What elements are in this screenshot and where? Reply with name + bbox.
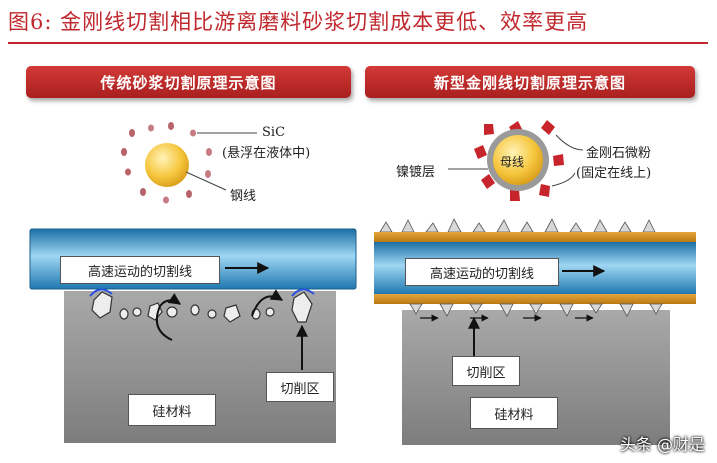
sic-label: SiC	[262, 125, 286, 140]
right-material-label: 硅材料	[470, 397, 558, 429]
right-panel-banner: 新型金刚线切割原理示意图	[365, 66, 695, 98]
right-bottom-diamond-tips	[409, 303, 663, 317]
diamond-note: (固定在线上)	[576, 166, 652, 181]
steel-wire-cross-section	[145, 143, 189, 187]
core-wire-cross-section	[493, 135, 543, 185]
steel-wire-label: 钢线	[230, 189, 257, 204]
right-cut-zone-label: 切削区	[452, 356, 520, 386]
left-slurry-particles	[121, 122, 212, 204]
watermark: 头条 @财是	[619, 435, 705, 454]
core-wire-label: 母线	[500, 155, 525, 169]
left-material-label: 硅材料	[128, 394, 216, 426]
left-cut-zone-label: 切削区	[266, 372, 334, 402]
left-rotation-arrows	[156, 289, 284, 341]
left-blue-sparks	[89, 288, 315, 297]
diamond-label: 金刚石微粉	[586, 146, 652, 161]
figure-title: 图6: 金刚线切割相比游离磨料砂浆切割成本更低、效率更高	[8, 10, 589, 34]
right-top-diamond-tips	[379, 218, 656, 233]
left-moving-wire-label: 高速运动的切割线	[60, 256, 220, 284]
sic-note: (悬浮在液体中)	[222, 146, 311, 161]
left-cut-zone-particles	[91, 291, 313, 323]
right-moving-wire-label: 高速运动的切割线	[405, 258, 559, 286]
right-top-plating	[374, 232, 696, 242]
plating-label: 镍镀层	[396, 165, 436, 180]
right-bottom-plating	[374, 294, 696, 304]
title-divider	[8, 42, 708, 44]
left-panel-banner: 传统砂浆切割原理示意图	[26, 66, 351, 98]
